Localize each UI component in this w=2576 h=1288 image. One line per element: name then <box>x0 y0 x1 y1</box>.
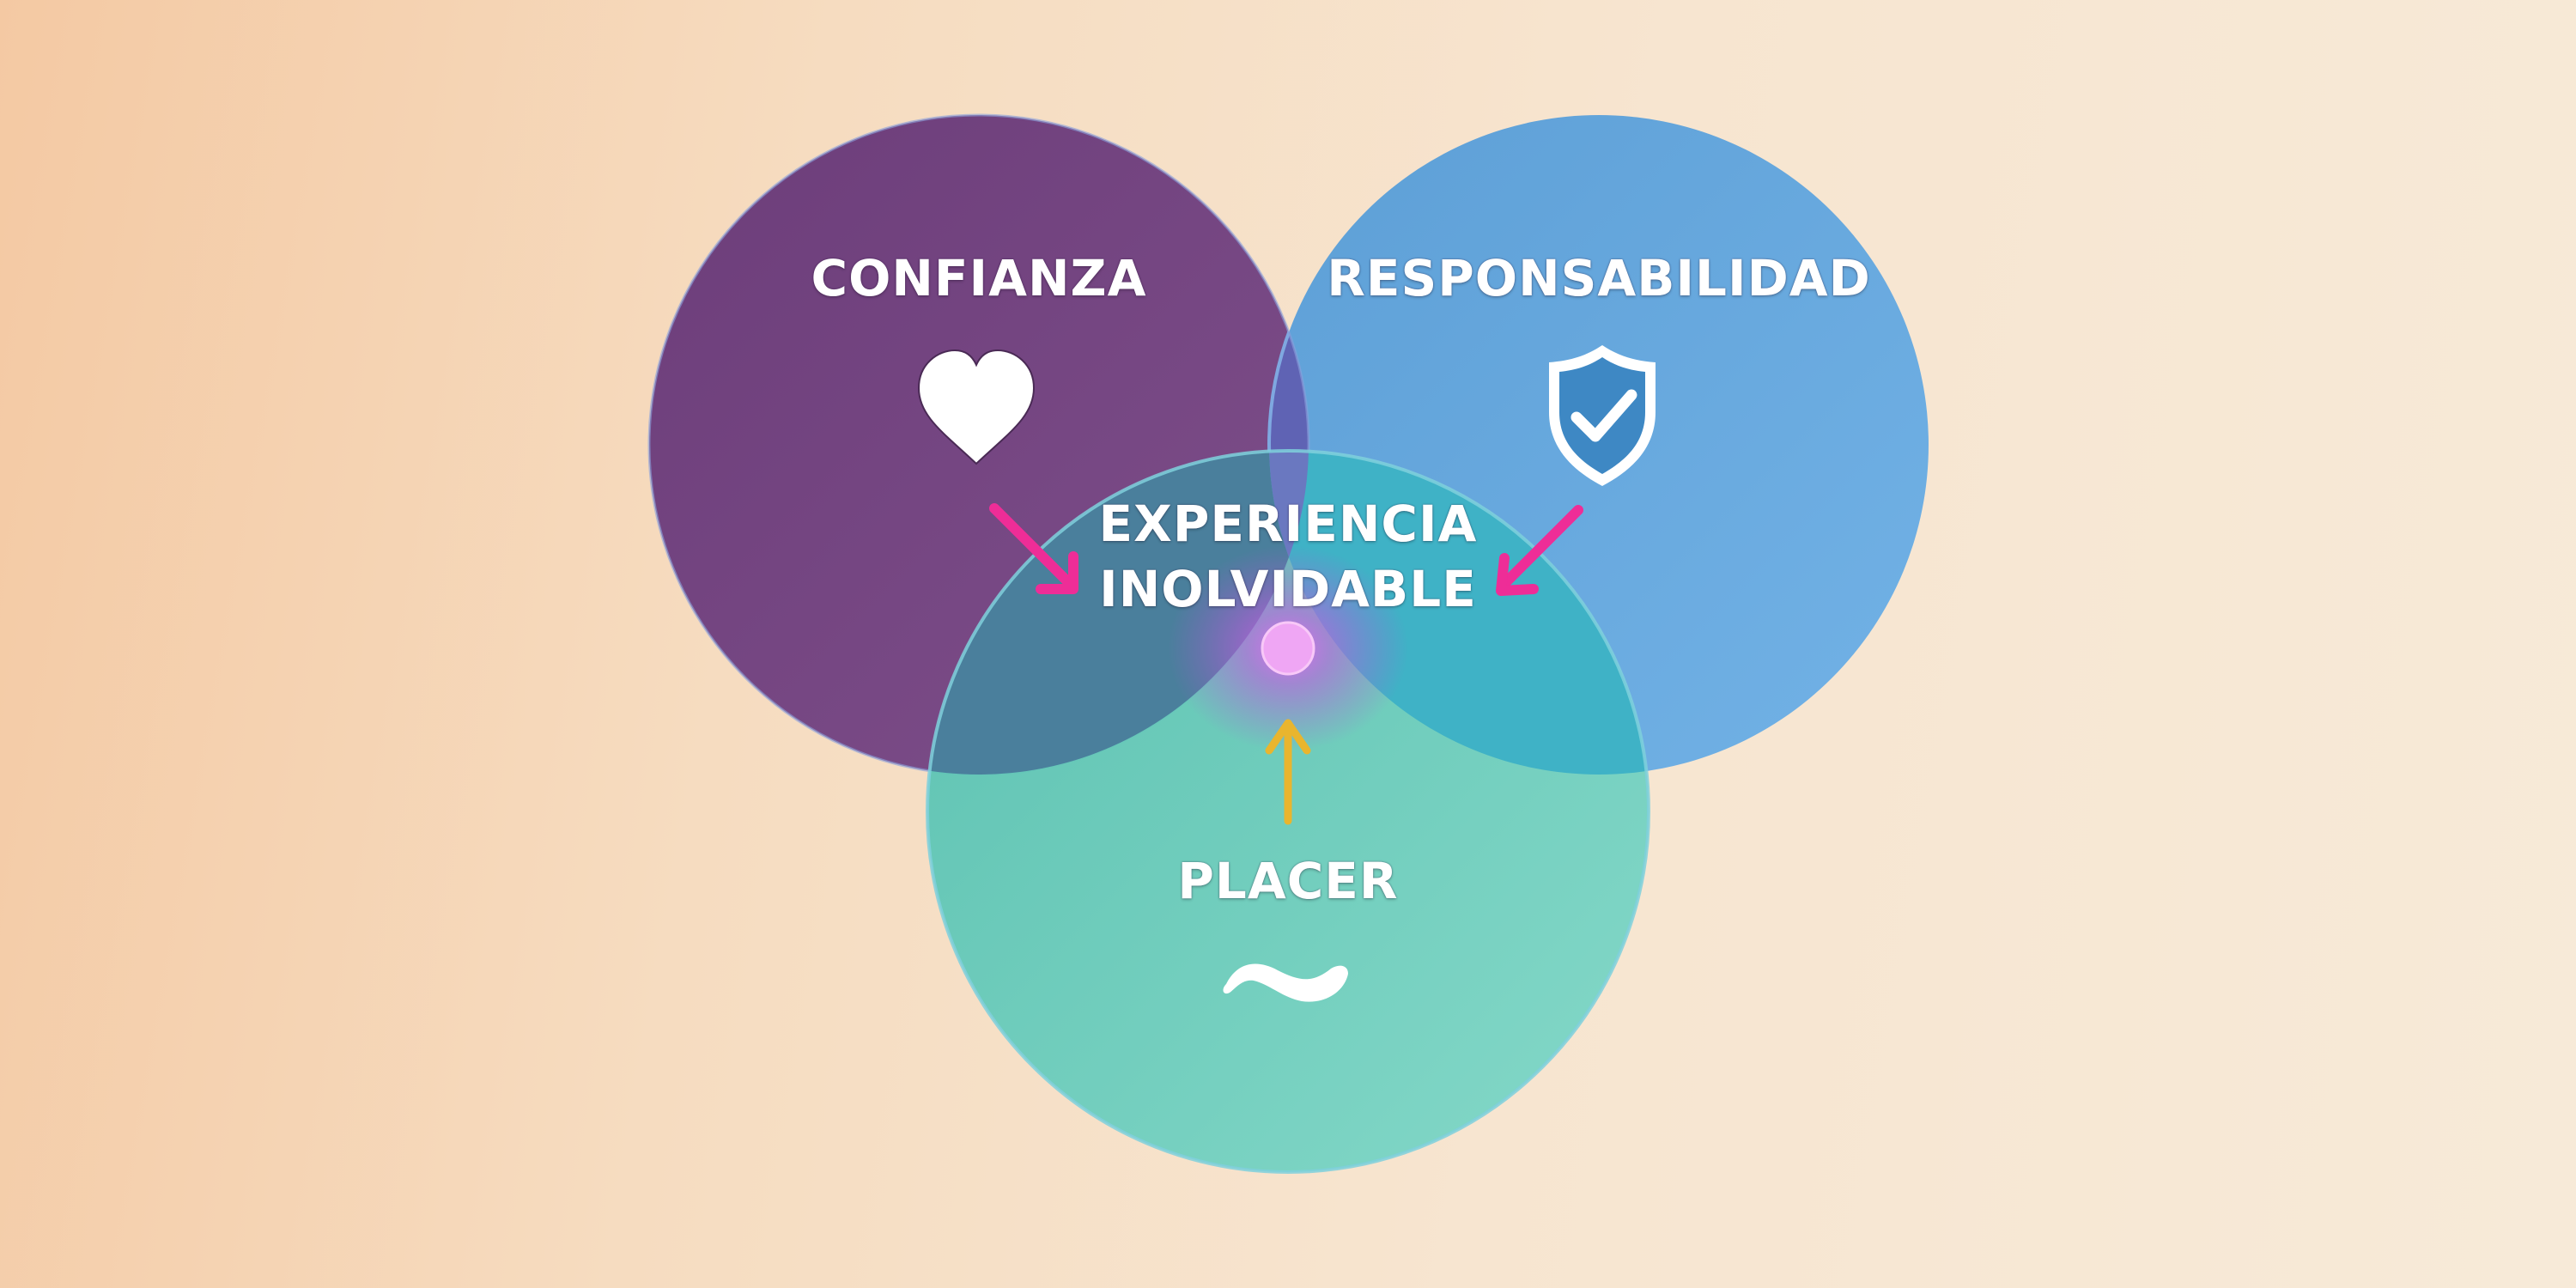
arrow-responsabilidad-to-center <box>1496 505 1583 596</box>
label-placer: PLACER <box>1177 852 1399 910</box>
heart-icon <box>917 349 1036 465</box>
center-label: EXPERIENCIA INOLVIDABLE <box>1030 491 1546 622</box>
arrow-confianza-to-center <box>989 503 1078 594</box>
shield-check-icon <box>1549 345 1656 486</box>
label-responsabilidad: RESPONSABILIDAD <box>1327 249 1871 307</box>
wave-tilde-icon <box>1223 963 1348 1002</box>
center-label-line1: EXPERIENCIA <box>1098 495 1478 553</box>
label-confianza: CONFIANZA <box>811 249 1147 307</box>
center-label-line2: INOLVIDABLE <box>1099 560 1477 618</box>
arrow-placer-to-center <box>1265 719 1311 825</box>
center-dot <box>1261 621 1315 676</box>
